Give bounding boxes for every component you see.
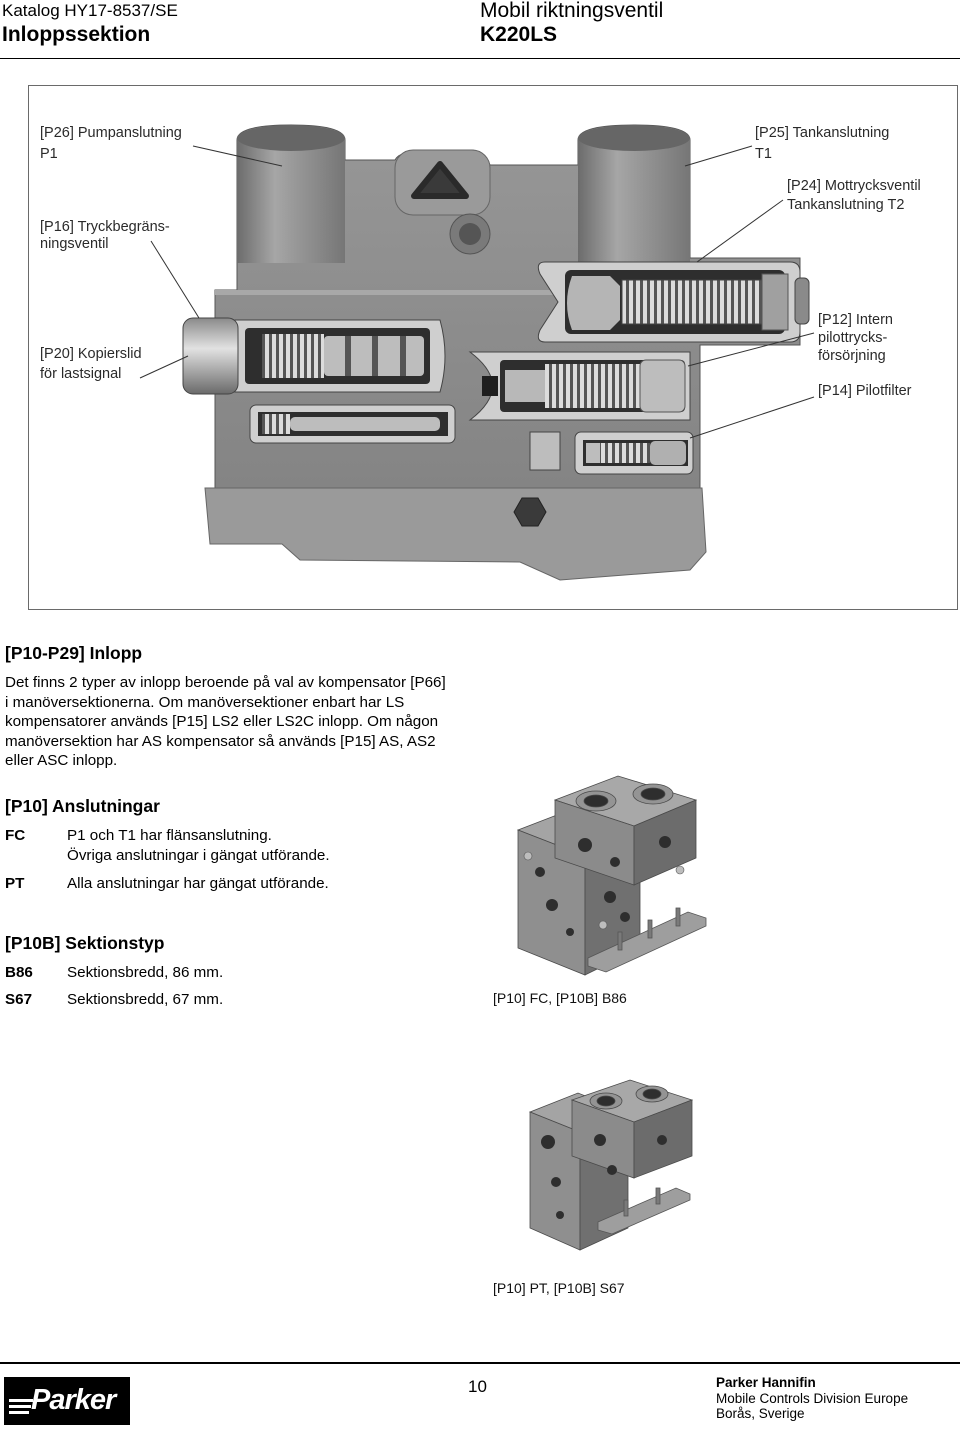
parker-flag-icon [9,1399,33,1414]
option-code: S67 [5,991,33,1008]
inlopp-paragraph: Det finns 2 typer av inlopp beroende på … [5,673,446,771]
section-title: Inloppssektion [2,23,151,46]
company-location: Borås, Sverige [716,1406,805,1421]
parker-logo-text: Parker [31,1384,116,1416]
callout-load-signal-spool: [P20] Kopierslid för lastsignal [40,344,142,384]
paragraph-line: i manöversektionerna. Om manöversektione… [5,693,405,711]
mounting-bracket [587,907,707,973]
pilot-supply-cutaway [574,431,694,475]
leader-lines [139,145,815,439]
callout-back-pressure-valve: [P24] Mottrycksventil Tankanslutning T2 [787,177,921,215]
figure-frame [28,85,958,610]
pilot-filter-cutaway [468,351,691,421]
callout-line: [P26] Pumpanslutning [40,125,182,141]
callout-pilot-filter: [P14] Pilotfilter [818,382,912,401]
option-description: Sektionsbredd, 86 mm. [67,964,224,981]
leader-line-p24 [696,199,784,263]
callout-line: P1 [40,146,58,162]
leader-line-p25 [684,145,753,167]
callout-line: T1 [755,146,772,162]
fc-b86-valve-image [516,775,707,976]
inlopp-heading: [P10-P29] Inlopp [5,643,143,663]
option-description: Sektionsbredd, 67 mm. [67,991,224,1008]
option-description-line: P1 och T1 har flänsanslutning. [67,827,272,844]
callout-line: [P12] Intern [818,312,893,328]
callout-line: för lastsignal [40,366,122,382]
callout-line: pilottrycks- [818,330,888,346]
callout-tank-port-t1: [P25] Tankanslutning T1 [755,123,889,165]
option-description-line: Alla anslutningar har gängat utförande. [67,875,329,892]
section-type-heading: [P10B] Sektionstyp [5,933,165,953]
callout-line: ningsventil [40,236,109,252]
leader-line-p16 [150,240,200,319]
footer-divider [0,1362,960,1364]
footer-address: Parker Hannifin Mobile Controls Division… [716,1375,908,1422]
option-description: P1 och T1 har flänsanslutning. Övriga an… [67,826,330,866]
paragraph-line: eller ASC inlopp. [5,752,118,769]
header-divider [0,58,960,59]
bolt-heads [523,851,685,930]
callout-line: [P24] Mottrycksventil [787,178,921,194]
leader-line-p14 [689,396,815,439]
mounting-bracket [597,1187,691,1235]
callout-pressure-relief-valve: [P16] Tryckbegräns- ningsventil [40,219,170,253]
callout-line: Tankanslutning T2 [787,197,905,213]
pt-s67-valve-image [528,1079,694,1251]
load-signal-spool-cutaway [182,317,446,395]
relief-valve-rod-cutaway [249,404,561,471]
callout-line: [P20] Kopierslid [40,346,142,362]
paragraph-line: Det finns 2 typer av inlopp beroende på … [5,674,446,691]
pt-s67-caption: [P10] PT, [P10B] S67 [493,1280,625,1296]
option-code: PT [5,875,25,892]
port-holes [535,836,671,936]
paragraph-line: manöversektion har AS kompensator så anv… [5,732,436,750]
callout-pump-port: [P26] Pumpanslutning P1 [40,123,182,165]
catalog-number: Katalog HY17-8537/SE [2,1,178,20]
valve-cross-section-illustration [139,124,815,581]
leader-line-p20 [139,355,189,379]
parker-logo: Parker [4,1377,130,1425]
paragraph-line: kompensatorer används [P15] LS2 eller LS… [5,713,439,730]
page-number: 10 [468,1377,487,1396]
valve-body [204,124,801,581]
connections-heading: [P10] Anslutningar [5,796,160,816]
callout-line: [P25] Tankanslutning [755,125,890,141]
leader-line-p12 [687,332,815,367]
back-pressure-valve-cutaway [537,261,810,343]
option-description-line: Övriga anslutningar i gängat utförande. [67,847,330,864]
option-code: B86 [5,964,33,981]
option-code: FC [5,827,26,844]
product-name: Mobil riktningsventil [480,0,664,22]
callout-internal-pilot-supply: [P12] Intern pilottrycks- försörjning [818,311,893,365]
option-description: Alla anslutningar har gängat utförande. [67,874,329,894]
division-name: Mobile Controls Division Europe [716,1390,909,1406]
model-name: K220LS [480,23,558,46]
fc-b86-caption: [P10] FC, [P10B] B86 [493,990,627,1006]
port-holes [541,1134,667,1219]
leader-line-p26 [192,145,283,167]
callout-line: [P16] Tryckbegräns- [40,219,170,235]
company-name: Parker Hannifin [716,1375,816,1390]
callout-line: försörjning [818,348,886,364]
callout-line: [P14] Pilotfilter [818,383,912,399]
